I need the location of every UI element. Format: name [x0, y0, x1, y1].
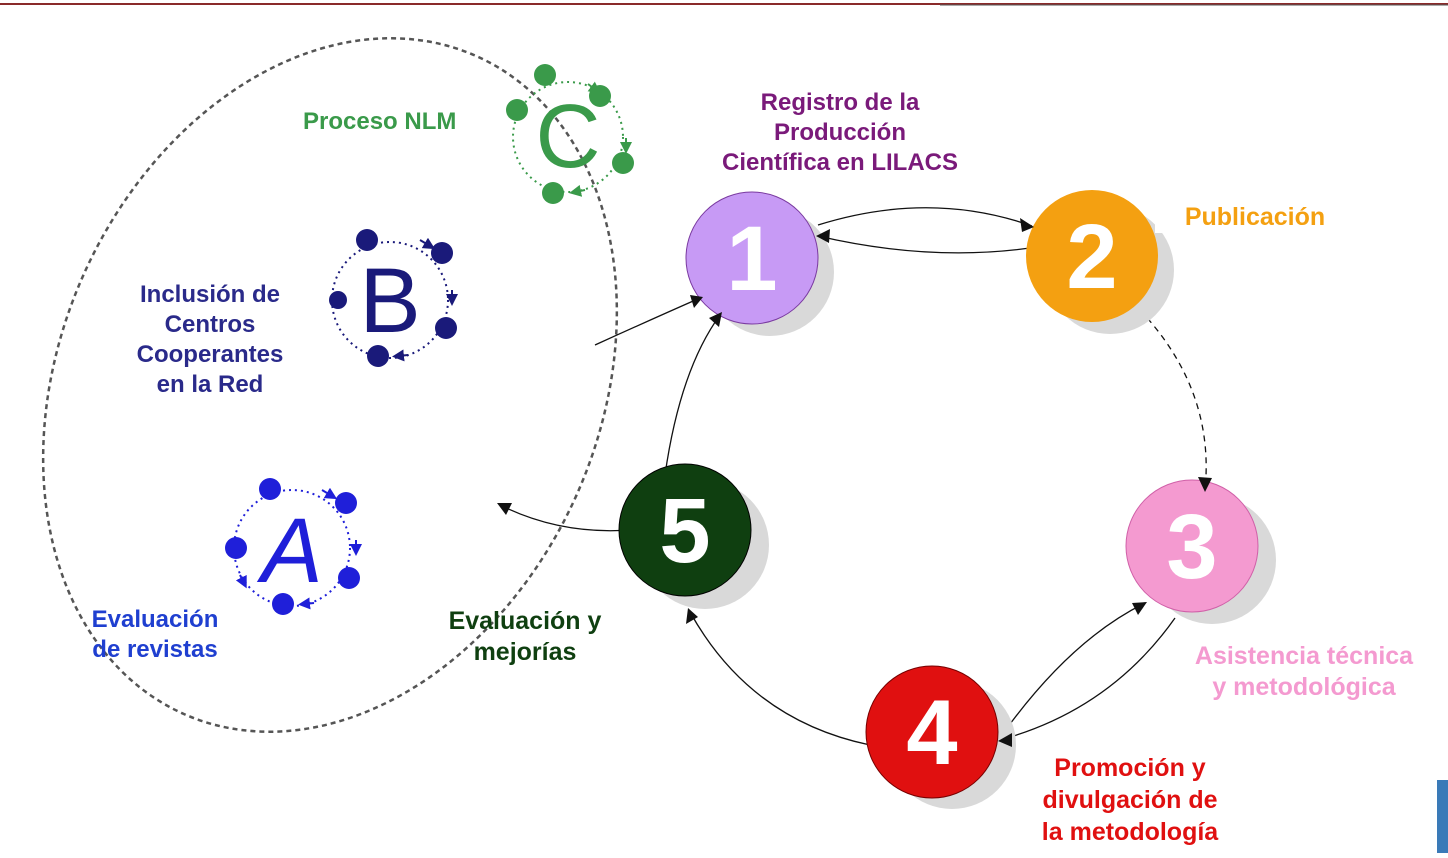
- arrow-4-to-3: [999, 617, 1176, 741]
- arrow-5-to-ellipse: [499, 504, 631, 532]
- node-3: 3: [1125, 479, 1259, 613]
- node-4: 4: [865, 665, 999, 799]
- node-2-label: Publicación: [1155, 202, 1355, 234]
- arrow-3-to-4: [1001, 602, 1146, 736]
- arrow-1-to-2: [817, 207, 1033, 227]
- sub-cycle-c-letter: C: [536, 87, 601, 187]
- sub-cycle-b: [329, 229, 458, 367]
- node-3-number: 3: [1166, 496, 1217, 598]
- arrowheads: [497, 218, 1212, 747]
- node-3-label: Asistencia técnica y metodológica: [1160, 641, 1448, 704]
- cycle-arrows: [499, 207, 1207, 746]
- node-5-number: 5: [659, 480, 710, 582]
- corner-logo-fragment: [1437, 780, 1448, 853]
- node-2-number: 2: [1066, 206, 1117, 308]
- sub-cycle-b-letter: B: [359, 250, 420, 352]
- sub-cycle-a: [225, 478, 362, 615]
- node-1-label: Registro de la Producción Científica en …: [721, 89, 959, 176]
- arrow-4-to-5: [689, 611, 871, 746]
- node-2: 2: [1026, 190, 1158, 322]
- sub-cycle-c: [506, 64, 634, 204]
- node-5-label: Evaluación y mejorías: [448, 607, 602, 667]
- node-1-number: 1: [726, 208, 777, 310]
- arrow-5-to-1: [664, 314, 721, 476]
- node-4-number: 4: [906, 682, 957, 784]
- sub-cycle-a-letter: A: [256, 500, 322, 602]
- grouping-ellipse: [41, 37, 619, 733]
- sub-cycle-c-label: Proceso NLM: [303, 108, 457, 135]
- sub-cycle-a-label: Evaluación de revistas: [91, 606, 219, 663]
- arrow-2-to-3: [1139, 309, 1207, 491]
- arrow-2-to-1: [817, 235, 1031, 254]
- node-4-label: Promoción y divulgación de la metodologí…: [1041, 754, 1219, 846]
- arrow-ellipse-to-1: [594, 297, 701, 346]
- node-1: 1: [685, 191, 819, 325]
- sub-cycle-b-label: Inclusión de Centros Cooperantes en la R…: [136, 281, 284, 398]
- node-5: 5: [618, 463, 752, 597]
